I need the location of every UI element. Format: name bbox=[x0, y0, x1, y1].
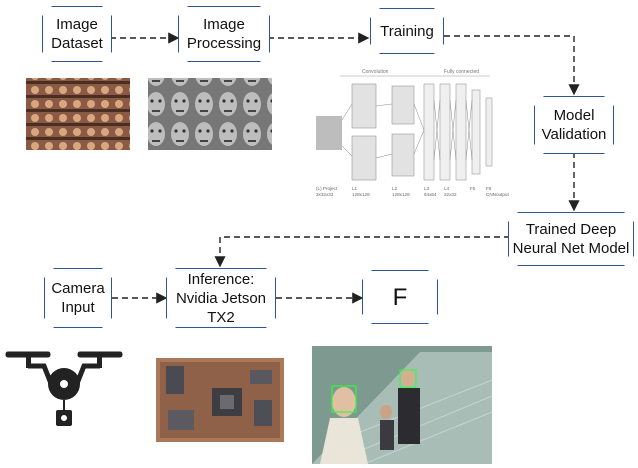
cnn-layer-label: 64x64 bbox=[424, 192, 437, 197]
connectors bbox=[110, 32, 580, 304]
cnn-layer-label: 128x128 bbox=[352, 192, 370, 197]
cnn-layer-label: L3 bbox=[424, 186, 430, 191]
cnn-section-label: Fully connected bbox=[444, 69, 479, 75]
arrow-training-to-validation bbox=[444, 35, 580, 96]
image-dataset-picture bbox=[26, 78, 130, 150]
output-label: F bbox=[392, 283, 408, 311]
cnn-layer-label: 32x32 bbox=[444, 192, 457, 197]
camera-input-label: Camera Input bbox=[51, 280, 105, 316]
cnn-layer-label: F5 bbox=[470, 186, 476, 191]
inference-label: Inference: Nvidia Jetson TX2 bbox=[175, 270, 267, 326]
processed-faces-picture bbox=[148, 78, 272, 150]
image-processing-label: Image Processing bbox=[186, 16, 262, 52]
cnn-layer-label: L1 bbox=[352, 186, 358, 191]
cnn-layer-label: CNNoutput bbox=[486, 192, 509, 197]
image-processing-node: Image Processing bbox=[178, 6, 270, 62]
cnn-layer-label: F6 bbox=[486, 186, 492, 191]
trained-model-label: Trained Deep Neural Net Model bbox=[512, 221, 630, 257]
training-node: Training bbox=[370, 8, 444, 54]
face-detection-picture bbox=[312, 346, 493, 465]
arrow-trained-model-to-inference bbox=[214, 236, 510, 268]
image-dataset-node: Image Dataset bbox=[42, 6, 112, 62]
cnn-section-label: Convolution bbox=[362, 69, 389, 75]
camera-input-node: Camera Input bbox=[44, 268, 112, 328]
cnn-architecture-figure: Convolution Fully connected (L) Project3… bbox=[312, 66, 509, 202]
image-dataset-label: Image Dataset bbox=[51, 16, 103, 52]
cnn-layer-label: 3x32x32 bbox=[316, 192, 334, 197]
inference-node: Inference: Nvidia Jetson TX2 bbox=[166, 268, 276, 328]
cnn-layer-label: L2 bbox=[392, 186, 398, 191]
drone-icon bbox=[5, 351, 123, 426]
model-validation-node: Model Validation bbox=[534, 96, 614, 154]
jetson-board-picture bbox=[156, 358, 284, 442]
cnn-layer-label: L4 bbox=[444, 186, 450, 191]
cnn-layer-label: 128x128 bbox=[392, 192, 410, 197]
model-validation-label: Model Validation bbox=[541, 107, 607, 143]
training-label: Training bbox=[380, 22, 434, 40]
trained-model-node: Trained Deep Neural Net Model bbox=[508, 212, 634, 266]
output-node: F bbox=[362, 270, 438, 324]
cnn-layer-label: (L) Project bbox=[316, 186, 338, 191]
